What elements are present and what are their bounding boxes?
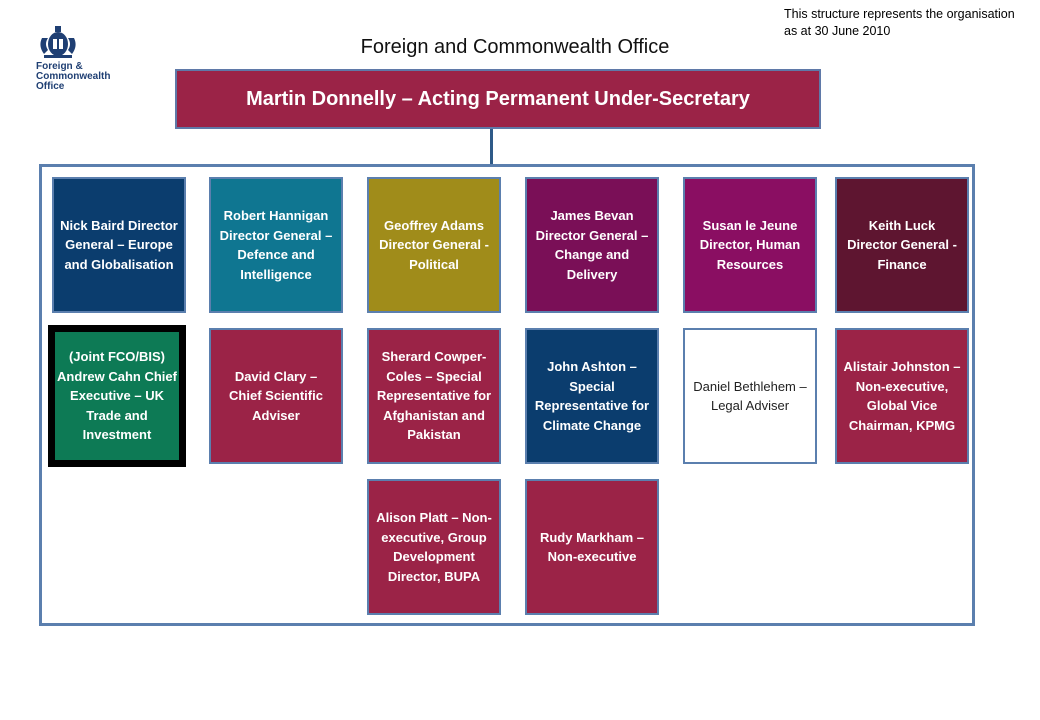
organisation-title: Foreign and Commonwealth Office bbox=[360, 36, 670, 58]
card-cahn: (Joint FCO/BIS) Andrew Cahn Chief Execut… bbox=[48, 325, 186, 467]
card-bevan: James Bevan Director General – Change an… bbox=[525, 177, 659, 313]
card-luck: Keith Luck Director General - Finance bbox=[835, 177, 969, 313]
card-ashton: John Ashton – Special Representative for… bbox=[525, 328, 659, 464]
date-note: This structure represents the organisati… bbox=[784, 7, 1015, 38]
fco-logo: Foreign & Commonwealth Office bbox=[36, 24, 126, 92]
logo-wordmark: Foreign & Commonwealth Office bbox=[36, 61, 111, 92]
royal-crest-icon bbox=[40, 26, 76, 58]
card-lejeune: Susan le Jeune Director, Human Resources bbox=[683, 177, 817, 313]
card-hannigan: Robert Hannigan Director General – Defen… bbox=[209, 177, 343, 313]
directorates-frame bbox=[39, 164, 975, 626]
card-cowpercoles: Sherard Cowper-Coles – Special Represent… bbox=[367, 328, 501, 464]
card-platt: Alison Platt – Non-executive, Group Deve… bbox=[367, 479, 501, 615]
card-clary: David Clary – Chief Scientific Adviser bbox=[209, 328, 343, 464]
permanent-under-secretary-box: Martin Donnelly – Acting Permanent Under… bbox=[175, 69, 821, 129]
connector-line bbox=[490, 129, 493, 165]
card-bethlehem: Daniel Bethlehem – Legal Adviser bbox=[683, 328, 817, 464]
card-baird: Nick Baird Director General – Europe and… bbox=[52, 177, 186, 313]
card-markham: Rudy Markham – Non-executive bbox=[525, 479, 659, 615]
card-johnston: Alistair Johnston – Non-executive, Globa… bbox=[835, 328, 969, 464]
card-adams: Geoffrey Adams Director General - Politi… bbox=[367, 177, 501, 313]
